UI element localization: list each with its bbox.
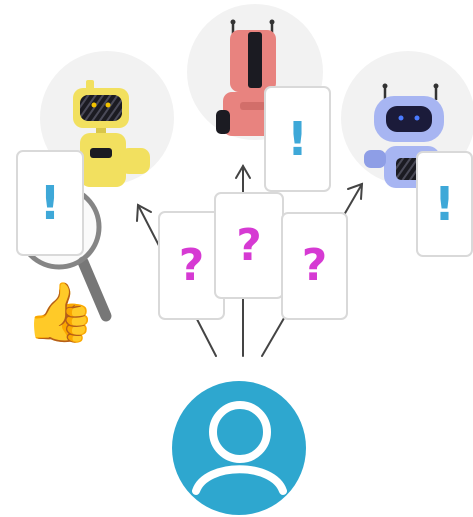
question-card-right: ?	[281, 212, 348, 320]
exclamation-mark: !	[434, 177, 455, 231]
question-card-center: ?	[214, 192, 284, 299]
question-mark: ?	[178, 239, 205, 291]
thumbs-up-icon: 👍	[24, 278, 97, 346]
user-avatar-icon	[172, 381, 306, 515]
question-mark: ?	[236, 219, 262, 271]
exclamation-mark: !	[39, 176, 61, 230]
answer-card-right: !	[416, 151, 473, 257]
answer-card-left: !	[16, 150, 84, 256]
question-card-left: ?	[158, 211, 225, 320]
answer-card-center: !	[264, 86, 331, 192]
question-mark: ?	[301, 240, 328, 291]
exclamation-mark: !	[287, 112, 308, 166]
yellow-robot-icon	[66, 80, 150, 187]
